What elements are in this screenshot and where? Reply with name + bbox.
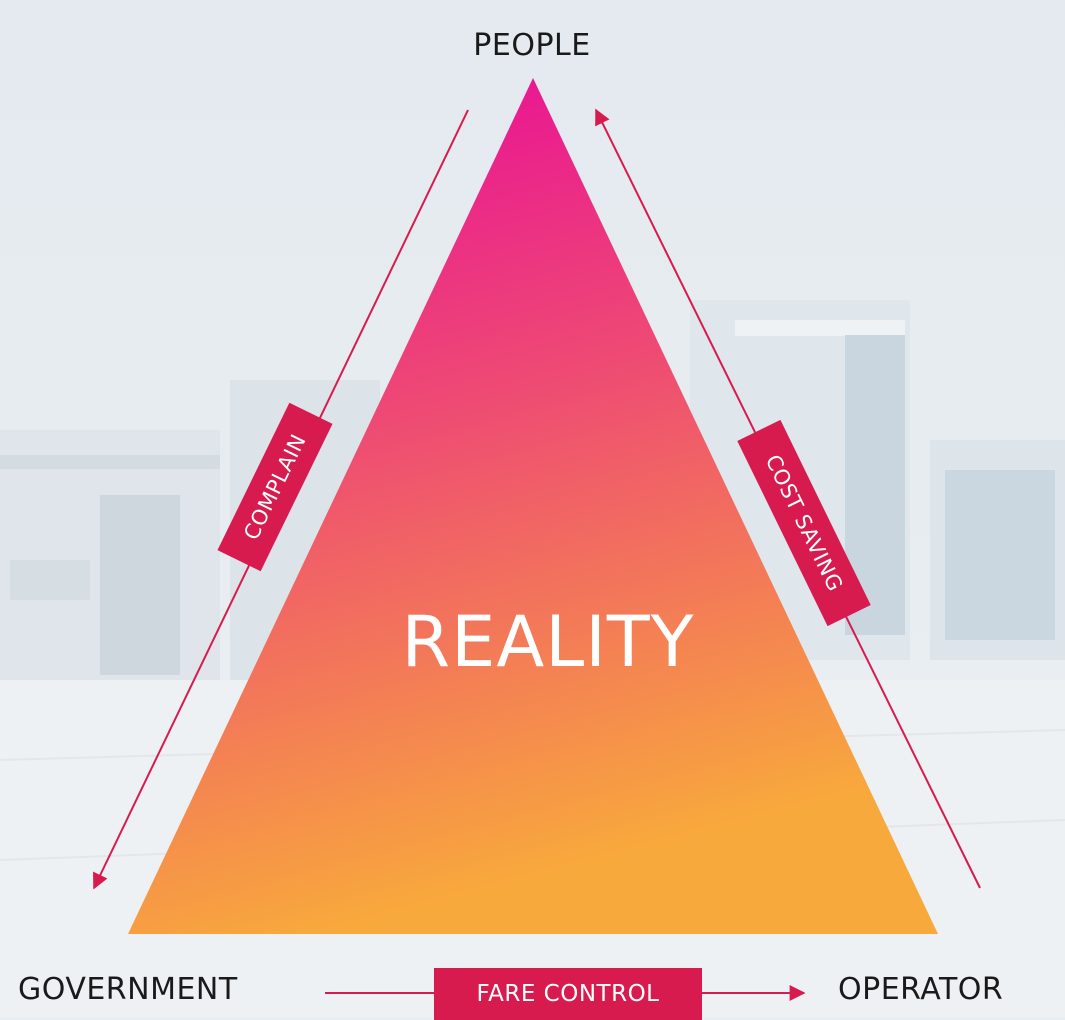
edge-tag-fare-control: FARE CONTROL bbox=[434, 968, 702, 1020]
node-operator: OPERATOR bbox=[838, 972, 1004, 1007]
reality-triangle bbox=[128, 78, 938, 934]
center-label-reality: REALITY bbox=[401, 601, 695, 683]
node-government: GOVERNMENT bbox=[18, 972, 238, 1007]
node-people: PEOPLE bbox=[473, 28, 591, 63]
